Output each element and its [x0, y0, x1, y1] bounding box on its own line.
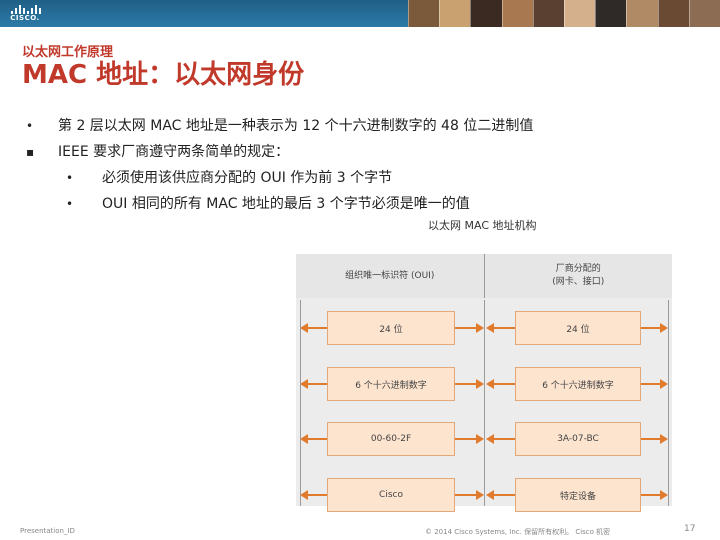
bullet-list: • 第 2 层以太网 MAC 地址是一种表示为 12 个十六进制数字的 48 位…	[26, 113, 706, 217]
oui-bits-box: 24 位	[327, 311, 455, 345]
page-number: 17	[684, 524, 695, 534]
slide-title: MAC 地址：以太网身份	[22, 60, 304, 90]
bullet-marker: •	[66, 165, 73, 191]
device-hex-count-box: 6 个十六进制数字	[515, 367, 641, 401]
diagram-header-row: 组织唯一标识符 (OUI) 厂商分配的 (网卡、接口)	[296, 254, 672, 298]
guide-line	[668, 300, 669, 506]
sub-bullet-item: • OUI 相同的所有 MAC 地址的最后 3 个字节必须是唯一的值	[26, 191, 706, 217]
bullet-text: 第 2 层以太网 MAC 地址是一种表示为 12 个十六进制数字的 48 位二进…	[58, 113, 533, 139]
bullet-item: ▪ IEEE 要求厂商遵守两条简单的规定：	[26, 139, 706, 165]
bullet-text: OUI 相同的所有 MAC 地址的最后 3 个字节必须是唯一的值	[102, 191, 470, 217]
header-photo	[689, 0, 720, 27]
oui-hex-count-box: 6 个十六进制数字	[327, 367, 455, 401]
footer-copyright: © 2014 Cisco Systems, Inc. 保留所有权利。 Cisco…	[425, 527, 610, 537]
bullet-marker: •	[66, 191, 73, 217]
header-photo	[626, 0, 657, 27]
bullet-marker: ▪	[26, 139, 34, 165]
header-photo	[595, 0, 626, 27]
oui-header: 组织唯一标识符 (OUI)	[296, 254, 485, 298]
oui-owner-box: Cisco	[327, 478, 455, 512]
bullet-text: 必须使用该供应商分配的 OUI 作为前 3 个字节	[102, 165, 392, 191]
sub-bullet-item: • 必须使用该供应商分配的 OUI 作为前 3 个字节	[26, 165, 706, 191]
device-owner-box: 特定设备	[515, 478, 641, 512]
guide-line	[484, 300, 485, 506]
header-photo	[564, 0, 595, 27]
vendor-assigned-header: 厂商分配的 (网卡、接口)	[485, 254, 673, 298]
header-photo	[439, 0, 470, 27]
photo-strip	[408, 0, 720, 27]
bullet-marker: •	[26, 113, 33, 139]
section-subtitle: 以太网工作原理	[22, 41, 113, 60]
top-banner: CISCO.	[0, 0, 720, 27]
bullet-item: • 第 2 层以太网 MAC 地址是一种表示为 12 个十六进制数字的 48 位…	[26, 113, 706, 139]
footer-presentation-id: Presentation_ID	[20, 527, 75, 535]
device-example-box: 3A-07-BC	[515, 422, 641, 456]
bullet-text: IEEE 要求厂商遵守两条简单的规定：	[58, 139, 289, 165]
oui-example-box: 00-60-2F	[327, 422, 455, 456]
device-bits-box: 24 位	[515, 311, 641, 345]
header-photo	[533, 0, 564, 27]
header-photo	[408, 0, 439, 27]
cisco-logo-bars	[11, 5, 41, 14]
cisco-logo: CISCO.	[8, 4, 42, 24]
header-photo	[502, 0, 533, 27]
cisco-logo-text: CISCO.	[8, 14, 42, 22]
header-photo	[470, 0, 501, 27]
diagram-title: 以太网 MAC 地址机构	[428, 217, 537, 233]
header-photo	[658, 0, 689, 27]
